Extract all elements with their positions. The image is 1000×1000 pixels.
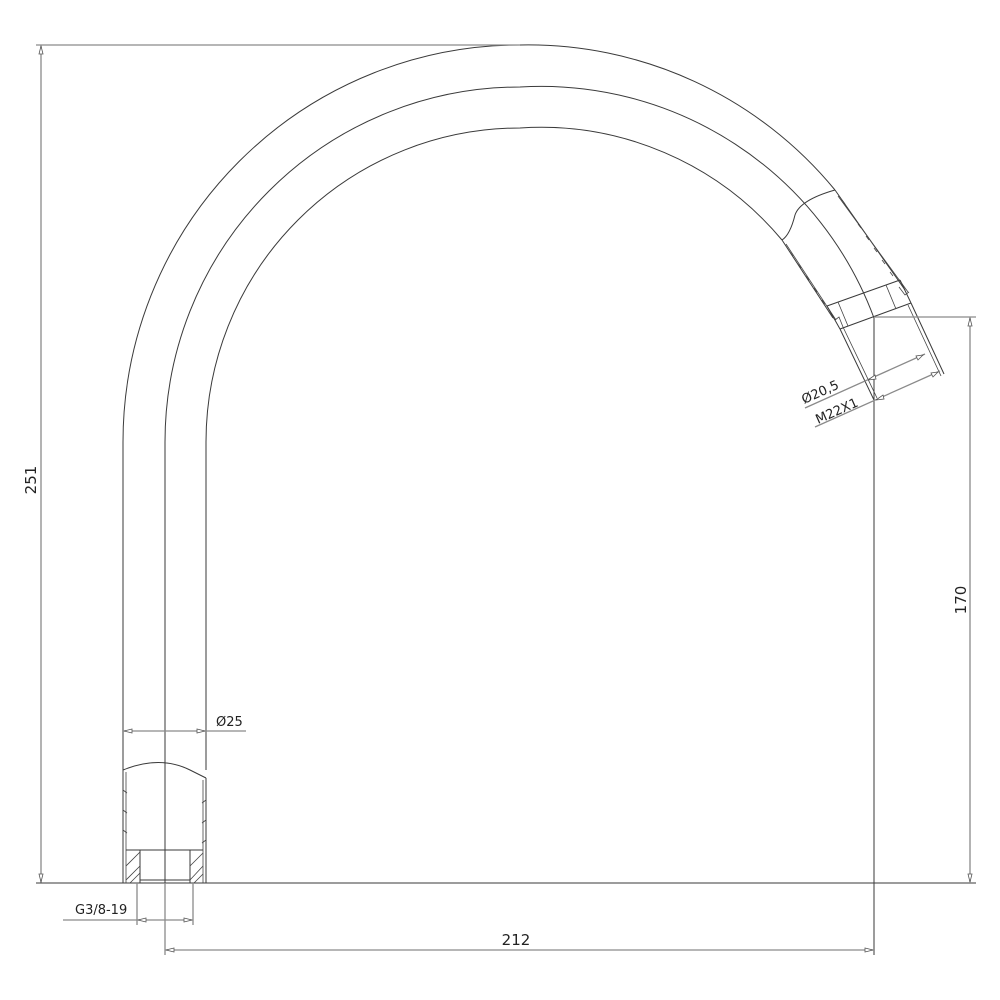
dimension-tube-diameter: Ø25 — [123, 715, 246, 734]
spout-body — [122, 44, 945, 884]
label-212: 212 — [502, 931, 531, 949]
label-g38: G3/8-19 — [75, 903, 127, 918]
dimension-overall-height: 251 — [22, 44, 520, 883]
label-d25: Ø25 — [216, 715, 243, 730]
label-251: 251 — [22, 466, 40, 495]
dimension-outlet-height: 170 — [874, 316, 976, 883]
dimension-inlet-thread: G3/8-19 — [63, 883, 194, 925]
label-170: 170 — [952, 586, 970, 615]
label-d20-5: Ø20,5 — [800, 378, 842, 408]
dimension-reach: 212 — [164, 318, 875, 955]
